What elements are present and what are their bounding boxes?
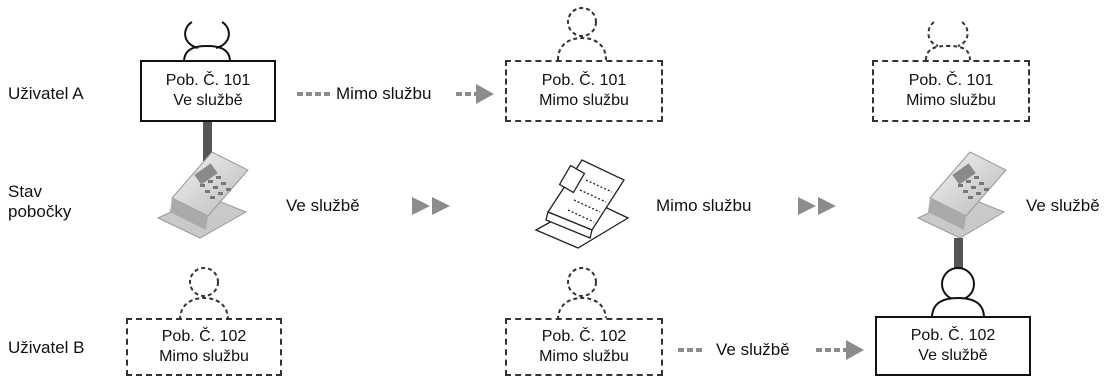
extension-number: Pob. Č. 102 bbox=[541, 328, 627, 345]
desk-phone-icon bbox=[156, 151, 249, 239]
extension-box-a2: Pob. Č. 101 Mimo službu bbox=[505, 60, 663, 122]
person-icon bbox=[925, 21, 971, 61]
person-icon bbox=[930, 267, 986, 319]
desk-phone-icon bbox=[916, 151, 1007, 239]
extension-status: Ve službě bbox=[918, 347, 988, 364]
transition-label-user-a: Mimo službu bbox=[336, 84, 432, 103]
connector-bar bbox=[203, 120, 212, 182]
phone-state-label-3: Ve službě bbox=[1026, 196, 1100, 215]
dashed-arrow-icon bbox=[297, 84, 494, 104]
extension-box-a1: Pob. Č. 101 Ve službě bbox=[140, 60, 276, 122]
person-icon bbox=[557, 267, 607, 321]
extension-box-b2: Pob. Č. 102 Mimo službu bbox=[505, 318, 663, 376]
phone-state-label-2: Mimo službu bbox=[656, 196, 752, 215]
extension-number: Pob. Č. 101 bbox=[908, 72, 994, 89]
extension-box-b3: Pob. Č. 102 Ve službě bbox=[875, 316, 1031, 376]
row-label-extension-state-2: pobočky bbox=[8, 202, 72, 221]
extension-box-a3: Pob. Č. 101 Mimo službu bbox=[872, 60, 1030, 122]
person-icon bbox=[183, 21, 231, 63]
extension-number: Pob. Č. 102 bbox=[161, 328, 247, 345]
extension-number: Pob. Č. 101 bbox=[541, 72, 627, 89]
extension-number: Pob. Č. 101 bbox=[165, 72, 251, 89]
dashed-arrow-icon bbox=[678, 340, 864, 360]
double-arrow-icon bbox=[412, 197, 450, 215]
person-icon bbox=[557, 7, 607, 61]
extension-number: Pob. Č. 102 bbox=[910, 327, 996, 344]
row-label-user-b: Uživatel B bbox=[8, 338, 85, 357]
desk-phone-icon bbox=[534, 159, 630, 249]
connector-bar bbox=[954, 238, 963, 268]
double-arrow-icon bbox=[798, 197, 836, 215]
extension-status: Ve službě bbox=[173, 92, 243, 109]
row-label-extension-state: Stav bbox=[8, 182, 43, 201]
extension-status: Mimo službu bbox=[539, 348, 629, 365]
extension-status: Mimo službu bbox=[906, 92, 996, 109]
transition-label-user-b: Ve službě bbox=[716, 340, 790, 359]
row-label-user-a: Uživatel A bbox=[8, 84, 84, 103]
extension-box-b1: Pob. Č. 102 Mimo službu bbox=[126, 318, 282, 376]
extension-status: Mimo službu bbox=[539, 92, 629, 109]
phone-state-label-1: Ve službě bbox=[286, 196, 360, 215]
extension-status: Mimo službu bbox=[159, 348, 249, 365]
person-icon bbox=[179, 267, 229, 321]
